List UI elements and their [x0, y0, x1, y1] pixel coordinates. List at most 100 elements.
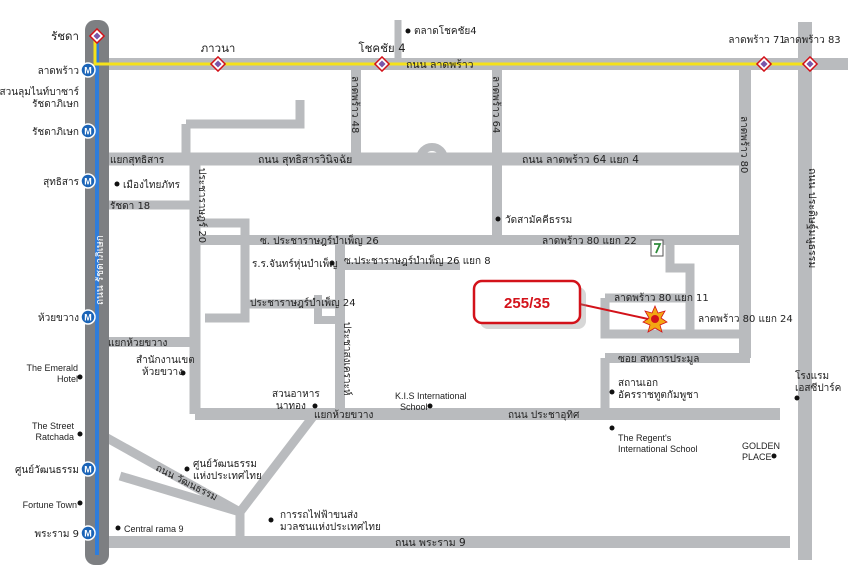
place-dot — [115, 525, 121, 531]
callout-pointer — [574, 302, 649, 320]
metro-icon: M — [80, 123, 96, 139]
metro-icon: M — [80, 62, 96, 78]
road-wattanatham-3 — [236, 411, 319, 515]
target-marker[interactable] — [642, 304, 668, 333]
station-label-huai-khwang: ห้วยขวาง — [38, 312, 79, 324]
road-soi-lat-phrao-80-24 — [685, 298, 745, 339]
station-label-culture-center: ศูนย์วัฒนธรรม — [15, 464, 79, 476]
place-label-regents-2: International School — [618, 444, 698, 454]
place-label-rongraem-1: โรงแรม — [795, 369, 829, 382]
place-labels: ตลาดโชคชัย4 เมืองไทยภัทร วัดสามัคคีธรรม … — [114, 24, 841, 534]
station-label-ratchada: รัชดา — [51, 29, 79, 43]
place-dot — [329, 260, 335, 266]
place-dot — [184, 466, 190, 472]
station-diamond-ratchada — [88, 27, 106, 45]
left-station-labels: รัชดา ลาดพร้าว สวนลุมไนท์บาซาร์ รัชดาภิเ… — [0, 29, 83, 540]
metro-yellow-line — [93, 34, 815, 66]
place-label-samnak-ngan-1: สำนักงานเขต — [136, 355, 195, 366]
place-label-emerald-2: Hotel — [57, 374, 78, 384]
svg-text:M: M — [84, 127, 92, 137]
road-loop-top — [186, 100, 305, 129]
road-label-soi-pracha-rat-26: ซ. ประชาราษฎร์บำเพ็ญ 26 — [260, 233, 379, 247]
place-label-street-2: Ratchada — [35, 432, 74, 442]
store-icon-glyph — [654, 243, 662, 254]
place-dot — [77, 374, 83, 380]
callout-box: 255/35 — [472, 279, 586, 329]
road-label-sutthisan: ถนน สุทธิสารวินิจฉัย — [258, 154, 352, 166]
place-label-talad-chokchai4: ตลาดโชคชัย4 — [414, 24, 477, 37]
place-label-suan-lum-1: สวนลุมไนท์บาซาร์ — [0, 86, 80, 98]
place-label-samnak-ngan-2: ห้วยขวาง — [142, 366, 183, 378]
place-dot — [180, 370, 186, 376]
place-label-culture-2: แห่งประเทศไทย — [193, 470, 262, 482]
road-label-pradit-manutham: ถนน ประดิษฐ์มนูธรรม — [806, 168, 819, 268]
place-label-culture-1: ศูนย์วัฒนธรรม — [193, 458, 257, 470]
target-dot — [651, 315, 659, 323]
place-dot — [771, 453, 777, 459]
road-label-soi-pracha-rat-26-8: ซ.ประชาราษฎร์บำเพ็ญ 26 แยก 8 — [344, 253, 491, 267]
place-label-kis-2: School — [400, 402, 428, 412]
place-label-sathan-1: สถานเอก — [618, 378, 658, 389]
place-label-suan-ahan-2: นาทอง — [276, 401, 306, 412]
place-label-kis-1: K.I.S International — [395, 391, 467, 401]
road-sutthisan-bump — [416, 143, 448, 160]
station-label-sutthisan: สุทธิสาร — [43, 177, 80, 188]
road-label-lat-phrao-64-4: ถนน ลาดพร้าว 64 แยก 4 — [522, 154, 639, 166]
place-dot — [405, 28, 411, 34]
road-label-rama9: ถนน พระราม 9 — [395, 537, 466, 549]
road-inner-loop — [195, 218, 250, 323]
place-label-fortune-town: Fortune Town — [23, 500, 77, 510]
station-label-rama9: พระราม 9 — [35, 529, 79, 540]
road-label-soi-lat-phrao-64: ลาดพร้าว 64 — [490, 76, 502, 133]
road-label-pracha-uthit: ถนน ประชาอุทิศ — [508, 410, 580, 421]
road-label-soi-lat-phrao-80-22: ลาดพร้าว 80 แยก 22 — [542, 235, 637, 247]
place-label-street-1: The Street — [32, 421, 75, 431]
place-label-egat-2: มวลชนแห่งประเทศไทย — [280, 521, 381, 533]
road-label-ratchadaphisek: ถนน รัชดาภิเษก — [95, 235, 106, 305]
place-dot — [794, 395, 800, 401]
road-label-soi-lat-phrao-80-11: ลาดพร้าว 80 แยก 11 — [614, 292, 709, 304]
place-label-mueang-thai: เมืองไทยภัทร — [123, 179, 181, 191]
metro-icon: M — [80, 309, 96, 325]
station-label-ratchadaphisek: รัชดาภิเษก — [32, 127, 79, 138]
target-label: 255/35 — [504, 295, 550, 312]
metro-blue-line — [95, 30, 99, 555]
road-wattanatham-2 — [118, 471, 242, 517]
station-label-lat-phrao-83: ลาดพร้าว 83 — [783, 34, 840, 46]
place-label-regents-1: The Regent's — [618, 433, 672, 443]
road-small-jog — [314, 295, 340, 324]
road-label-soi-lat-phrao-80-24: ลาดพร้าว 80 แยก 24 — [698, 313, 793, 325]
place-label-rr-chan: ร.ร.จันทร์หุ่นบำเพ็ญ — [252, 256, 338, 270]
road-label-soi-pracha-songkhro: ประชาสงเคราะห์ — [341, 322, 353, 396]
place-label-emerald-1: The Emerald — [26, 363, 78, 373]
metro-icon: M — [80, 173, 96, 189]
road-label-ratchada-18: รัชดา 18 — [110, 201, 150, 212]
yellow-line-stations — [88, 27, 819, 73]
road-label-soi-pracha-rat-24: ประชาราษฎร์บำเพ็ญ 24 — [250, 295, 356, 309]
ratchadaphisek-line — [85, 20, 109, 565]
station-label-chokchai: โชคชัย 4 — [358, 41, 405, 55]
place-dot — [77, 431, 83, 437]
place-label-golden-1: GOLDEN — [742, 441, 780, 451]
place-dot — [77, 500, 83, 506]
place-label-suan-ahan-1: สวนอาหาร — [272, 389, 320, 400]
place-dot — [495, 216, 501, 222]
place-label-egat-1: การรถไฟฟ้าขนส่ง — [280, 509, 358, 521]
place-label-rongraem-2: เอสซีปาร์ค — [795, 382, 841, 394]
metro-icon: M — [80, 525, 96, 541]
place-dot — [312, 403, 318, 409]
place-label-central-rama9: Central rama 9 — [124, 524, 184, 534]
station-diamond-lat-phrao-71 — [755, 55, 773, 73]
place-label-wat-samakkhi: วัดสามัคคีธรรม — [505, 214, 572, 226]
place-label-golden-2: PLACE — [742, 452, 772, 462]
road-label-soi-lat-phrao-48: ลาดพร้าว 48 — [349, 76, 361, 133]
station-diamond-chokchai — [373, 55, 391, 73]
svg-text:M: M — [84, 313, 92, 323]
road-soi-lat-phrao-80-22-link — [665, 240, 695, 298]
svg-text:M: M — [84, 529, 92, 539]
place-dot — [427, 403, 433, 409]
metro-icon: M — [80, 461, 96, 477]
callout-frame — [472, 279, 582, 325]
